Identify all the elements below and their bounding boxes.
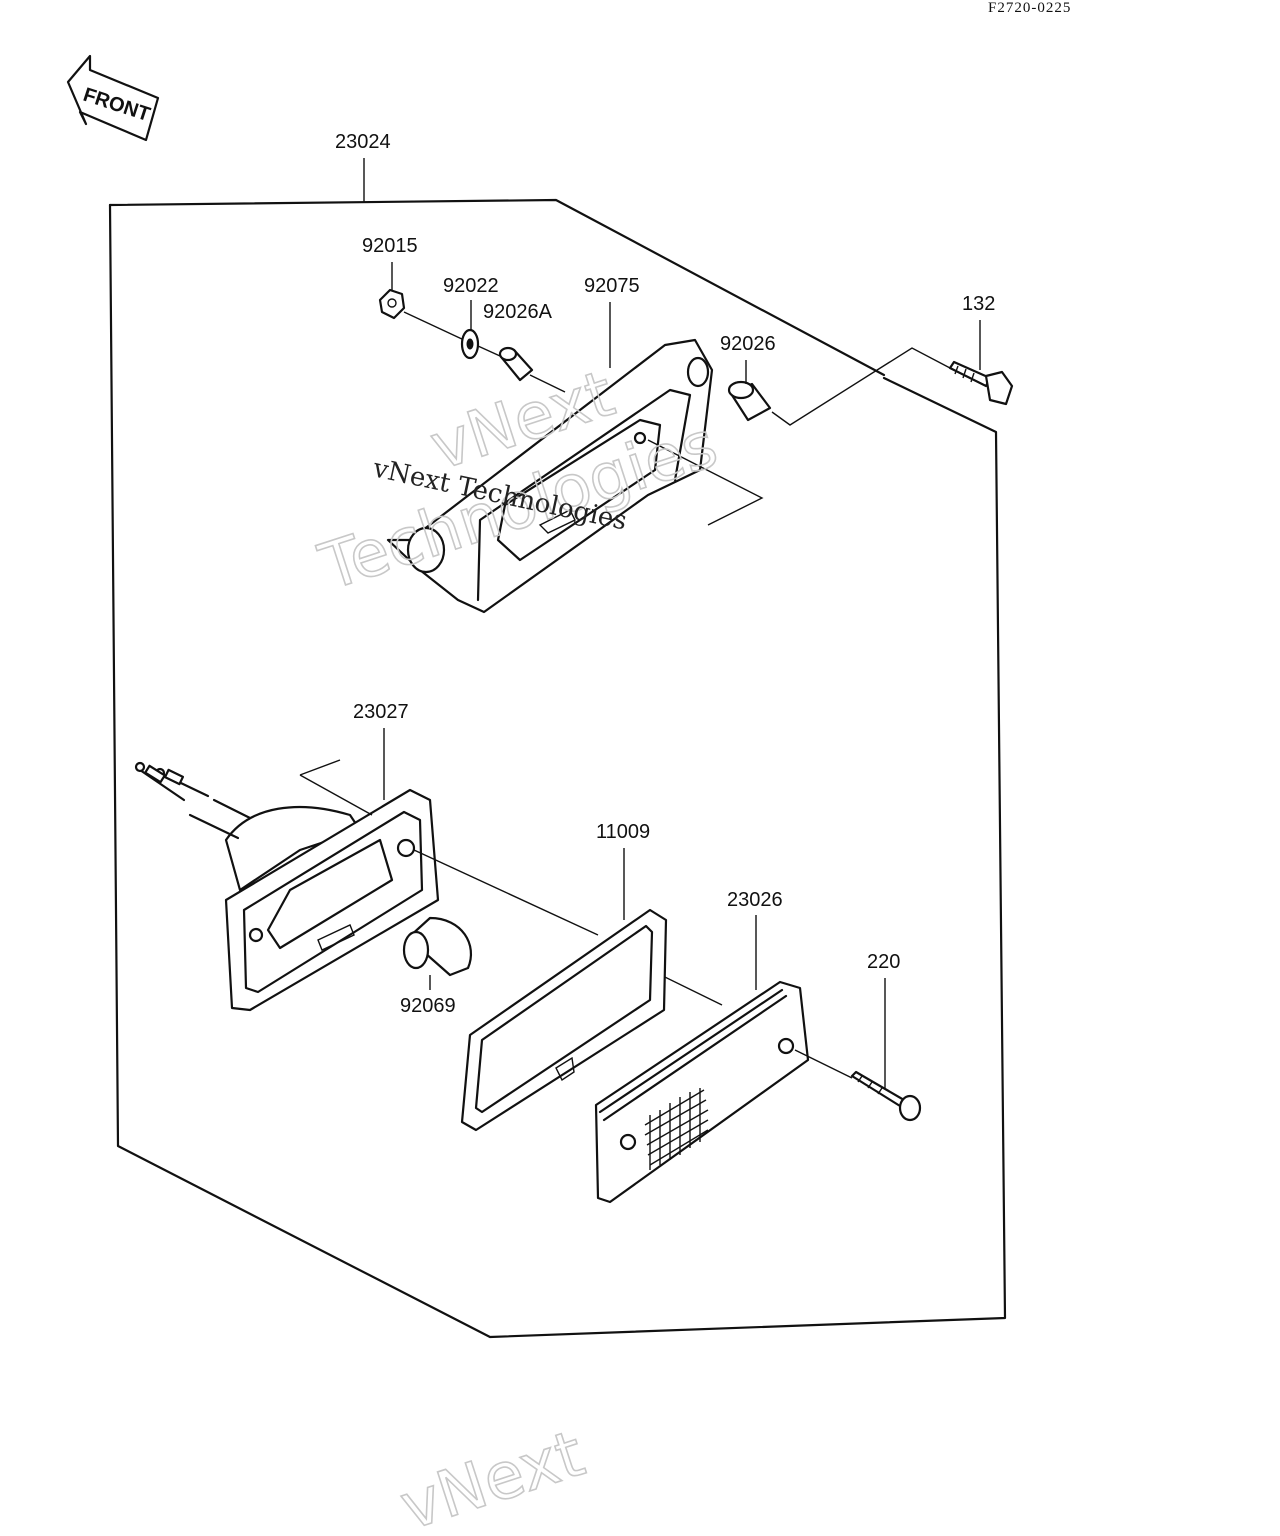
label-screw: 220 — [867, 951, 900, 973]
washer-icon — [460, 328, 480, 360]
label-bracket: 92075 — [584, 275, 640, 297]
label-washer: 92022 — [443, 275, 499, 297]
label-lens: 23026 — [727, 889, 783, 911]
label-lamp-housing: 23027 — [353, 701, 409, 723]
svg-text:vNext: vNext — [392, 1417, 593, 1536]
label-bulb: 92069 — [400, 995, 456, 1017]
nut-icon — [378, 288, 406, 320]
label-collar: 92026 — [720, 333, 776, 355]
label-collar-a: 92026A — [483, 301, 553, 323]
label-bolt: 132 — [962, 293, 995, 315]
lens-icon — [594, 980, 810, 1204]
lamp-housing-icon — [224, 788, 440, 1012]
front-arrow-icon: FRONT — [66, 54, 160, 142]
collar-a-icon — [498, 346, 534, 382]
label-assembly: 23024 — [335, 131, 391, 153]
wiring-icon — [134, 761, 252, 840]
screw-icon — [850, 1070, 922, 1122]
bracket-icon — [386, 338, 714, 614]
gasket-icon — [460, 908, 668, 1132]
collar-icon — [727, 380, 772, 422]
label-gasket: 11009 — [596, 821, 650, 843]
assembly-outline — [108, 198, 1007, 1339]
bolt-icon — [948, 360, 1014, 406]
drawing-code: F2720-0225 — [988, 0, 1071, 16]
label-nut: 92015 — [362, 235, 418, 257]
bulb-icon — [402, 916, 473, 977]
